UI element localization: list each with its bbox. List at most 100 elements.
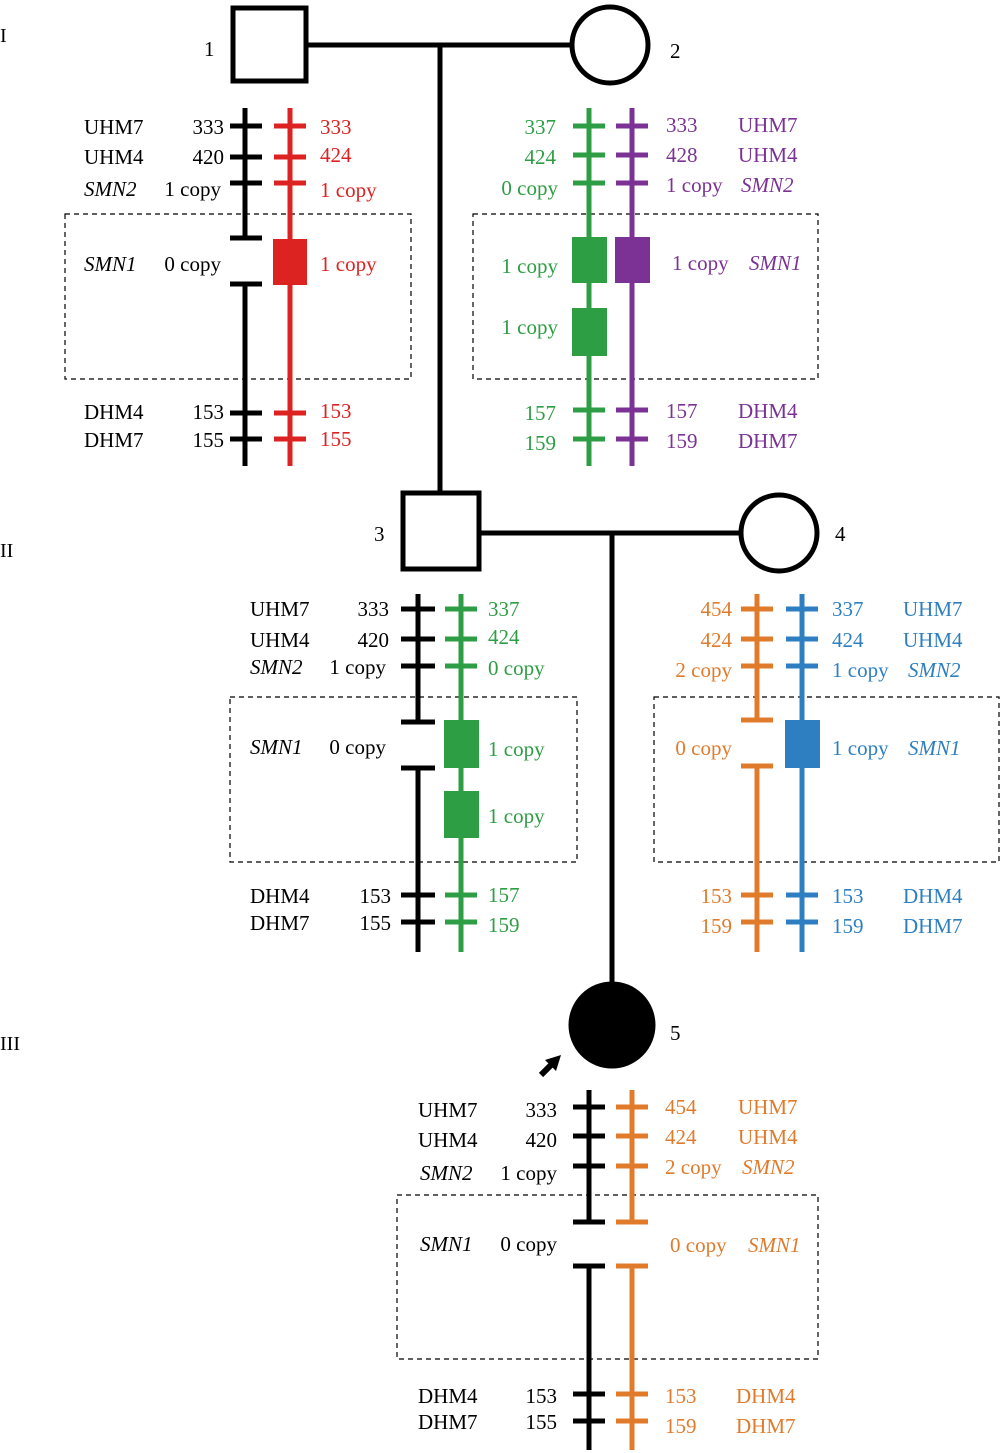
allele-value: 1 copy — [666, 173, 723, 197]
labels-ind5: UHM7 UHM4 SMN2 SMN1 DHM4 DHM7 333 420 1 … — [418, 1095, 801, 1438]
allele-value: 0 copy — [501, 176, 558, 200]
marker-label: SMN1 — [748, 1233, 801, 1257]
smn1-block-purple — [615, 237, 650, 283]
allele-value: 157 — [666, 399, 698, 423]
smn1-block-green — [572, 237, 607, 283]
marker-label: DHM7 — [736, 1414, 796, 1438]
allele-value: 420 — [193, 145, 225, 169]
allele-value: 153 — [701, 884, 733, 908]
allele-value: 159 — [525, 431, 557, 455]
marker-label: DHM4 — [736, 1384, 796, 1408]
smn1-region-box-3 — [229, 696, 578, 863]
smn1-region-boxes — [64, 213, 1000, 1360]
haplotype-ind2-green — [572, 108, 607, 466]
allele-value: 333 — [666, 113, 698, 137]
marker-label: UHM4 — [250, 628, 310, 652]
allele-value: 0 copy — [675, 736, 732, 760]
individual-3-male-square — [400, 490, 482, 572]
haplotype-ind3-green — [444, 594, 479, 952]
marker-label: UHM4 — [418, 1128, 478, 1152]
allele-value: 1 copy — [832, 736, 889, 760]
allele-value: 424 — [665, 1125, 697, 1149]
marker-label: UHM7 — [738, 1095, 798, 1119]
marker-label: SMN2 — [250, 655, 303, 679]
marker-label: DHM7 — [903, 914, 963, 938]
haplotype-ind2-purple — [615, 108, 650, 466]
allele-value: 0 copy — [488, 656, 545, 680]
allele-value: 153 — [193, 400, 225, 424]
allele-value: 454 — [665, 1095, 697, 1119]
allele-value: 157 — [488, 883, 520, 907]
pedigree-lines — [306, 42, 741, 985]
marker-label: SMN1 — [749, 251, 802, 275]
allele-value: 2 copy — [665, 1155, 722, 1179]
smn1-block-green — [444, 720, 479, 768]
individual-4-female-circle — [738, 492, 820, 574]
smn1-region-box-4 — [653, 696, 1000, 863]
allele-value: 333 — [358, 597, 390, 621]
individual-number: 1 — [204, 37, 215, 61]
allele-value: 159 — [832, 914, 864, 938]
allele-value: 1 copy — [320, 252, 377, 276]
marker-label: SMN2 — [908, 658, 961, 682]
smn1-block-blue — [785, 720, 820, 768]
allele-value: 0 copy — [500, 1232, 557, 1256]
allele-value: 337 — [525, 115, 557, 139]
allele-value: 333 — [193, 115, 225, 139]
allele-value: 420 — [526, 1128, 558, 1152]
individual-number: 5 — [670, 1021, 681, 1045]
haplotype-ind5-orange — [616, 1090, 648, 1450]
generation-label-ii: II — [0, 540, 13, 562]
allele-value: 155 — [320, 427, 352, 451]
allele-value: 428 — [666, 143, 698, 167]
marker-label: UHM7 — [903, 597, 963, 621]
haplotype-ind1-black — [230, 108, 262, 466]
smn1-region-box-2 — [472, 213, 819, 380]
allele-value: 153 — [320, 399, 352, 423]
marker-label: SMN1 — [420, 1232, 473, 1256]
marker-label: DHM4 — [903, 884, 963, 908]
marker-label: DHM4 — [738, 399, 798, 423]
marker-label: SMN2 — [742, 1155, 795, 1179]
allele-value: 153 — [832, 884, 864, 908]
allele-value: 153 — [360, 884, 392, 908]
marker-label: DHM4 — [418, 1384, 478, 1408]
allele-value: 155 — [526, 1410, 558, 1434]
allele-value: 337 — [488, 597, 520, 621]
smn1-region-box-5 — [396, 1194, 819, 1360]
generation-label-iii: III — [0, 1033, 20, 1055]
allele-value: 1 copy — [488, 737, 545, 761]
allele-value: 0 copy — [329, 735, 386, 759]
marker-label: SMN1 — [908, 736, 961, 760]
individual-2-female-circle — [569, 4, 651, 86]
marker-label: UHM4 — [84, 145, 144, 169]
marker-label: UHM7 — [250, 597, 310, 621]
marker-label: SMN1 — [84, 252, 137, 276]
allele-value: 454 — [701, 597, 733, 621]
allele-value: 0 copy — [164, 252, 221, 276]
allele-value: 153 — [665, 1384, 697, 1408]
allele-value: 159 — [666, 429, 698, 453]
marker-label: UHM4 — [903, 628, 963, 652]
allele-value: 1 copy — [672, 251, 729, 275]
marker-label: DHM7 — [418, 1410, 478, 1434]
smn1-block-green — [572, 308, 607, 356]
allele-value: 0 copy — [670, 1233, 727, 1257]
allele-value: 1 copy — [501, 315, 558, 339]
haplotype-ind5-black — [573, 1090, 605, 1450]
allele-value: 424 — [488, 625, 520, 649]
allele-value: 1 copy — [164, 177, 221, 201]
marker-label: UHM7 — [84, 115, 144, 139]
haplotype-ind3-black — [401, 594, 435, 952]
allele-value: 159 — [701, 914, 733, 938]
marker-label: DHM7 — [84, 428, 144, 452]
haplotype-ind4-blue — [785, 594, 820, 952]
labels-ind2: 337 424 0 copy 1 copy 1 copy 157 159 333… — [501, 113, 801, 455]
labels-ind1: UHM7 UHM4 SMN2 SMN1 DHM4 DHM7 333 420 1 … — [84, 115, 377, 452]
allele-value: 155 — [193, 428, 225, 452]
allele-value: 424 — [525, 145, 557, 169]
marker-label: UHM7 — [738, 113, 798, 137]
allele-value: 333 — [320, 115, 352, 139]
allele-value: 157 — [525, 401, 557, 425]
